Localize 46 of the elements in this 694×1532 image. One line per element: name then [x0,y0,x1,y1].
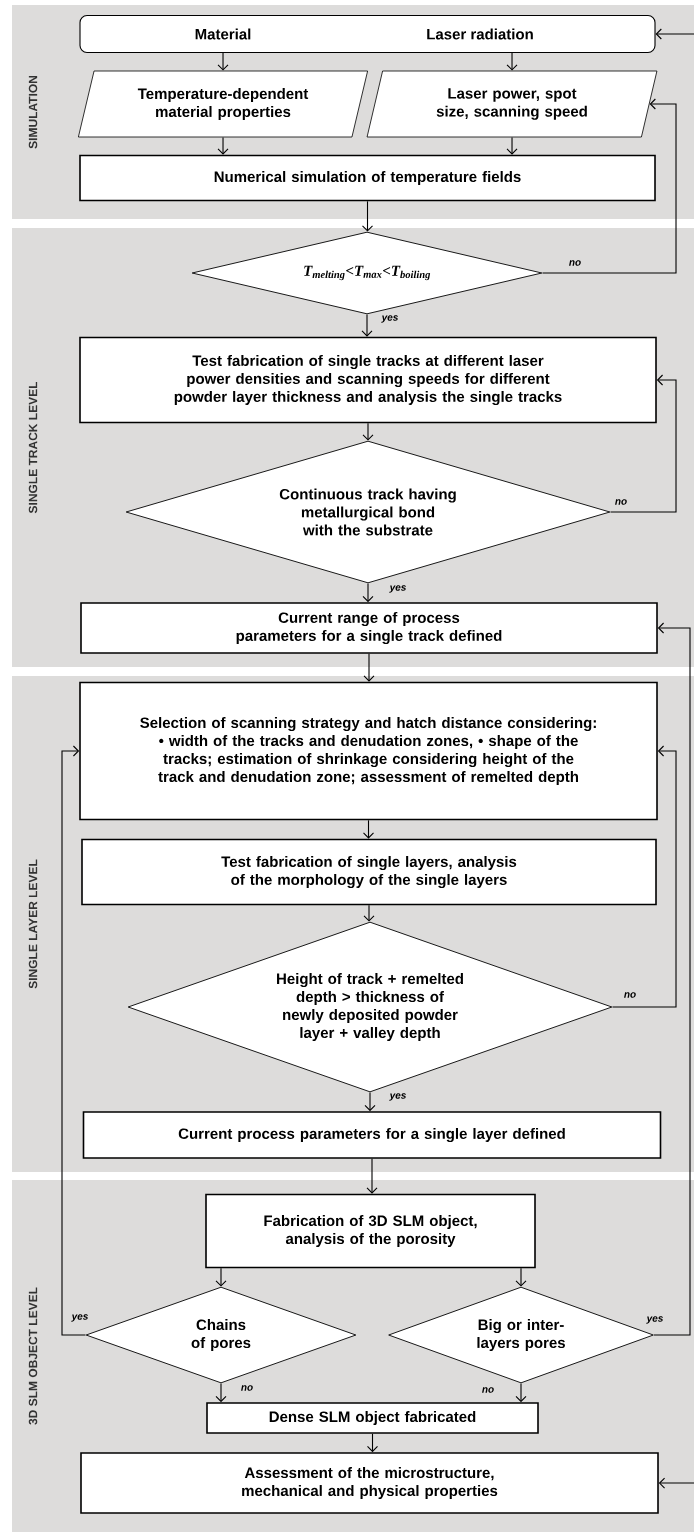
process-box: Fabrication of 3D SLM object, analysis of the porosity [205,1193,536,1269]
process-box: Dense SLM object fabricated [206,1402,539,1434]
arrow [506,136,518,155]
edge-label: yes [389,585,406,593]
start-box: Material Laser radiation [79,14,656,54]
edge-label: no [615,499,627,505]
process-box: Selection of scanning strategy and hatch distance considering: • width of the tracks and denudation zones, • shape of the tracks; estimation of shrinkage considering height of the track and denudation zone; assessment of remelted depth [79,681,658,821]
arrow [361,200,374,232]
arrow [611,745,677,1008]
arrow [506,52,518,71]
edge-label: no [241,1385,253,1391]
arrow [363,904,375,922]
process-box: Assessment of the microstructure, mechanical and physical properties [80,1452,659,1514]
process-box: Current process parameters for a single layer defined [82,1111,662,1159]
edge-label: yes [381,315,398,323]
arrow [215,1267,227,1287]
arrow [515,1382,527,1403]
arrow [217,136,229,155]
arrow [364,1091,376,1112]
arrow [541,98,677,274]
arrow [61,745,87,1336]
process-box: Numerical simulation of temperature fields [79,154,656,202]
edge-label: yes [389,1093,406,1101]
arrow [653,622,691,1336]
arrow [366,1158,378,1194]
arrow [366,1433,379,1453]
edge-label: no [569,260,581,266]
arrow [655,28,694,40]
process-box: Test fabrication of single tracks at different laser power densities and scanning speeds for different powder layer thickness and analysis the single tracks [79,336,657,424]
edge-label: no [482,1387,494,1393]
process-box: Test fabrication of single layers, analysis of the morphology of the single layers [81,838,657,906]
arrow [361,313,373,337]
data-parallelogram: Temperature-dependent material properties [78,70,368,138]
edge-label: yes [71,1314,88,1322]
arrow [515,1267,527,1287]
arrow [362,422,374,441]
arrow [609,374,677,513]
arrow [215,1382,227,1403]
process-box: Current range of process parameters for a single track defined [80,602,658,654]
edge-label: no [624,992,636,998]
arrow [363,653,375,682]
arrow [658,1477,694,1489]
data-parallelogram: Laser power, spot size, scanning speed [366,70,658,138]
arrow [362,582,374,603]
arrow [217,52,229,71]
arrow [362,819,375,839]
